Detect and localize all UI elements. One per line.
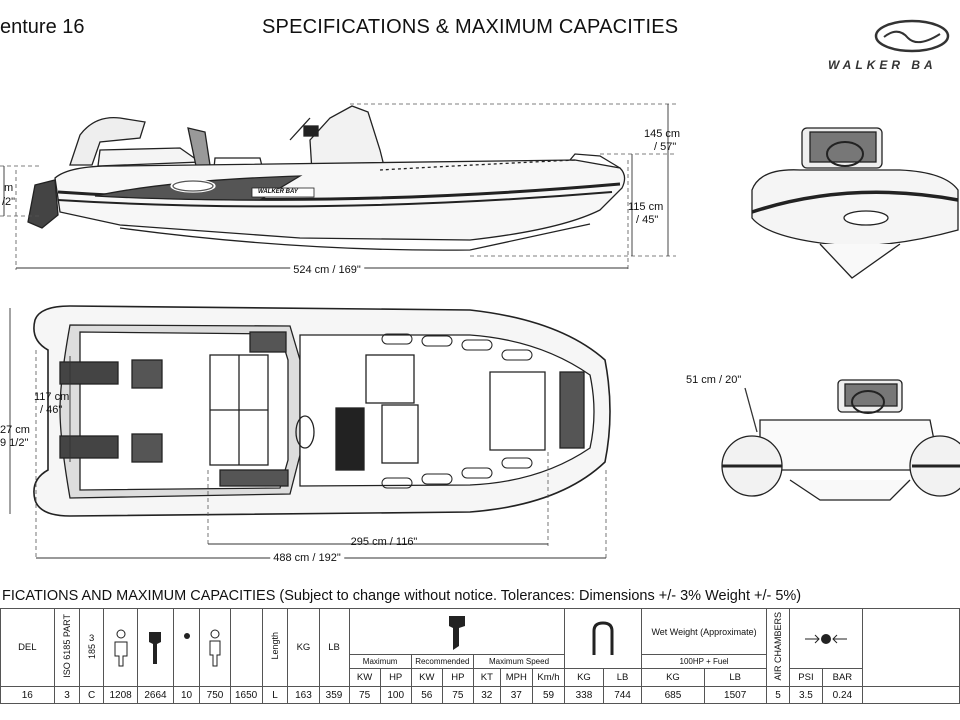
psi-header: PSI [789,668,823,687]
cell-psi: 3.5 [789,686,823,704]
tender-kg-header: KG [564,668,604,687]
cell-lb: 359 [318,686,350,704]
col-kg: KG [287,608,320,687]
cell-kg-b: 750 [199,686,231,704]
recommended-header: Recommended [410,654,474,669]
outboard-engine-icon [348,608,566,655]
col-cat-label: 185 [86,643,97,660]
side-left-dim-in: /2" [2,196,16,208]
beam-outer-cm: 27 cm [0,424,30,436]
cell-length: L [261,686,289,704]
hull-length-dim: 488 cm / 192" [270,552,344,564]
cell-lb-b: 1650 [229,686,263,704]
boat-line-drawing [0,19,960,560]
kt-header: KT [472,668,501,687]
mph-header: MPH [499,668,533,687]
overall-length-dim: 524 cm / 169" [290,264,364,276]
max-kw-header: KW [348,668,381,687]
cell-model: 16 [0,686,55,704]
tender-lb-header: LB [602,668,643,687]
walker-bay-logo-icon [874,19,950,53]
cell-lb-a: 2664 [137,686,174,704]
engine-note: 100HP + Fuel [641,654,767,669]
spec-header-row-2: Maximum Recommended Maximum Speed 100HP … [1,654,960,669]
inner-length-dim: 295 cm / 116" [350,536,418,548]
col-model: DEL [0,608,55,687]
cell-max-hp: 100 [379,686,412,704]
col-length: Length [261,608,289,687]
cell-kt: 32 [472,686,501,704]
persons-count-icon [172,608,201,687]
wet-lb-header: LB [703,668,767,687]
col-iso: ISO 6185 PART [53,608,81,687]
beam-inner-in: / 46" [40,404,63,416]
col-air-chambers: AIR CHAMBERS [765,608,791,687]
cell-max-kw: 75 [348,686,381,704]
cell-air-chambers: 5 [765,686,791,704]
rec-kw-header: KW [410,668,443,687]
bar-header: BAR [821,668,864,687]
kmh-header: Km/h [531,668,566,687]
page-title: SPECIFICATIONS & MAXIMUM CAPACITIES [262,16,679,38]
cell-kg-a: 1208 [102,686,139,704]
max-hp-header: HP [379,668,412,687]
max-speed-header: Maximum Speed [472,654,566,669]
cell-bar: 0.24 [821,686,864,704]
engine-note-line-1: 100HP [679,657,704,666]
front-view-drawing [751,127,959,279]
height-hull-in: / 45" [636,214,659,226]
top-view-drawing [9,305,611,560]
wet-kg-header: KG [641,668,705,687]
rear-view-drawing [721,379,960,501]
pressure-icon [789,608,864,669]
height-hull-cm: 115 cm [628,201,664,213]
cell-kg: 163 [287,686,320,704]
cell-blank [862,686,960,704]
side-left-dim-cm: m [4,182,14,194]
col-length-label: Length [270,632,281,660]
dinghy-icon [564,608,643,669]
spec-table-caption: FICATIONS AND MAXIMUM CAPACITIES (Subjec… [2,588,802,604]
height-total-in: / 57" [654,141,677,153]
cell-tender-lb: 744 [602,686,643,704]
cell-rec-kw: 56 [410,686,443,704]
col-iso-label: ISO 6185 PART [61,614,72,678]
cell-wet-kg: 685 [641,686,705,704]
maximum-header: Maximum [348,654,412,669]
col-blank-1 [229,608,263,687]
tube-diameter-dim: 51 cm / 20" [686,374,742,386]
cell-kmh: 59 [531,686,566,704]
person-load-icon [102,608,139,687]
engine-load-icon [137,608,174,687]
beam-outer-in: 9 1/2" [0,437,29,449]
wet-weight-header: Wet Weight (Approximate) [641,608,767,655]
hull-brand-label: WALKER BAY [258,189,298,195]
side-view-drawing [0,103,676,270]
table-row: 16 3 C 1208 2664 10 750 1650 L 163 359 7… [0,686,960,704]
person-icon [199,608,231,687]
model-name: enture 16 [0,16,85,38]
col-lb: LB [318,608,350,687]
engine-note-line-2: + Fuel [706,657,729,666]
cell-persons: 10 [172,686,201,704]
brand-wordmark: WALKER BA [828,58,937,72]
cell-mph: 37 [499,686,533,704]
cell-iso: 3 [53,686,81,704]
rec-hp-header: HP [441,668,474,687]
col-air-chambers-label: AIR CHAMBERS [773,611,784,681]
cell-tender-kg: 338 [564,686,604,704]
col-blank-2 [862,608,960,687]
cell-rec-hp: 75 [441,686,474,704]
col-cat-3: 3 [89,632,95,644]
cell-cat: C [79,686,104,704]
cell-wet-lb: 1507 [703,686,767,704]
beam-inner-cm: 117 cm [34,391,70,403]
height-total-cm: 145 cm [644,128,681,140]
